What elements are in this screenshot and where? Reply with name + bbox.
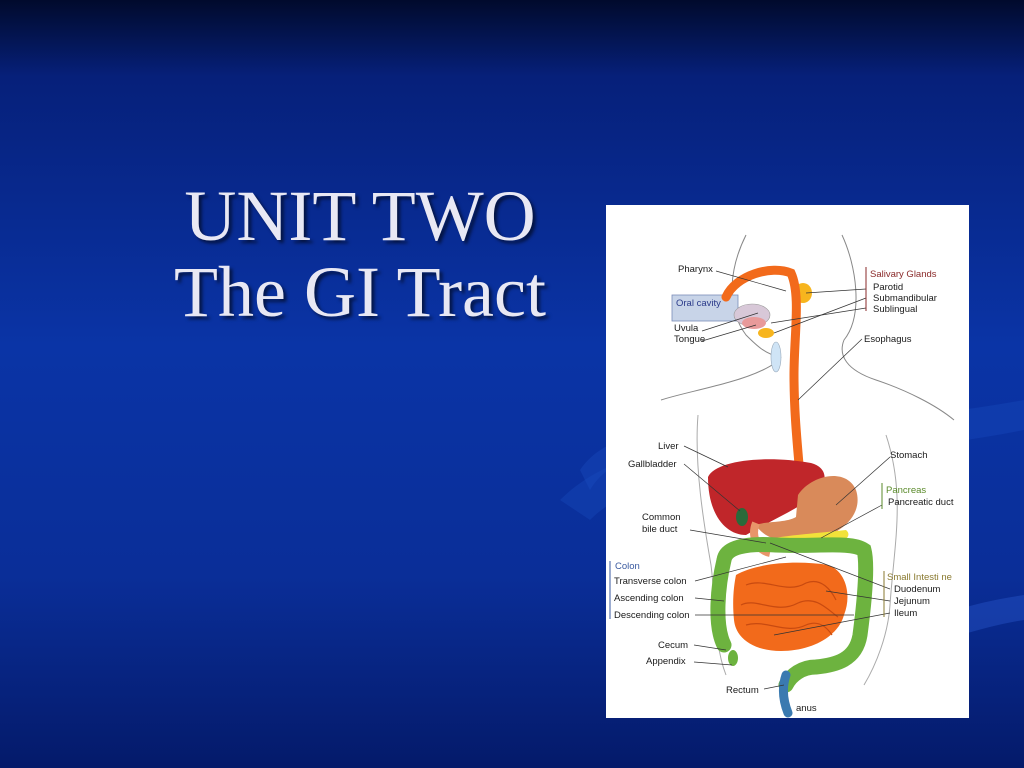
label-oral-cavity: Oral cavity bbox=[676, 298, 721, 309]
label-pharynx: Pharynx bbox=[678, 264, 713, 275]
label-uvula: Uvula bbox=[674, 323, 699, 334]
label-transverse-colon: Transverse colon bbox=[614, 576, 687, 587]
title-line-1: UNIT TWO bbox=[184, 176, 536, 256]
tongue-shape bbox=[742, 317, 766, 329]
label-sublingual: Sublingual bbox=[873, 304, 917, 315]
label-liver: Liver bbox=[658, 441, 679, 452]
stomach bbox=[756, 476, 858, 543]
trachea bbox=[770, 341, 782, 373]
label-ascending-colon: Ascending colon bbox=[614, 593, 684, 604]
neck-outline bbox=[841, 234, 955, 421]
label-cecum: Cecum bbox=[658, 640, 688, 651]
label-colon: Colon bbox=[615, 561, 640, 572]
label-anus: anus bbox=[796, 703, 817, 714]
slide-title: UNIT TWO The GI Tract bbox=[110, 178, 610, 330]
digestive-system-diagram: Pharynx Oral cavity Uvula Tongue Salivar… bbox=[606, 205, 969, 718]
label-descending-colon: Descending colon bbox=[614, 610, 690, 621]
torso-outline-right bbox=[863, 434, 898, 686]
label-duodenum: Duodenum bbox=[894, 584, 941, 595]
label-jejunum: Jejunum bbox=[894, 596, 930, 607]
label-common-bile-duct-1: Common bbox=[642, 512, 681, 523]
digestive-system-svg: Pharynx Oral cavity Uvula Tongue Salivar… bbox=[609, 234, 955, 718]
esophagus bbox=[721, 265, 807, 510]
label-submandibular: Submandibular bbox=[873, 293, 937, 304]
label-common-bile-duct-2: bile duct bbox=[642, 524, 678, 535]
leader-lines bbox=[683, 270, 891, 690]
label-parotid: Parotid bbox=[873, 282, 903, 293]
small-intestine-folds bbox=[740, 580, 839, 636]
submandibular-gland bbox=[758, 328, 774, 338]
rectum bbox=[778, 670, 793, 718]
title-line-2: The GI Tract bbox=[174, 252, 546, 332]
label-tongue: Tongue bbox=[674, 334, 705, 345]
label-gallbladder: Gallbladder bbox=[628, 459, 677, 470]
label-pancreatic-duct: Pancreatic duct bbox=[888, 497, 954, 508]
label-pancreas: Pancreas bbox=[886, 485, 926, 496]
gallbladder bbox=[736, 508, 748, 526]
label-salivary-glands: Salivary Glands bbox=[870, 269, 937, 280]
label-stomach: Stomach bbox=[890, 450, 928, 461]
shoulder-outline bbox=[660, 356, 782, 401]
appendix-shape bbox=[728, 650, 738, 666]
colon bbox=[710, 537, 874, 693]
label-esophagus: Esophagus bbox=[864, 334, 912, 345]
label-ileum: Ileum bbox=[894, 608, 917, 619]
label-appendix: Appendix bbox=[646, 656, 686, 667]
label-small-intestine: Small Intesti ne bbox=[887, 572, 952, 583]
small-intestine bbox=[733, 562, 848, 651]
head-outline bbox=[731, 234, 782, 358]
label-rectum: Rectum bbox=[726, 685, 759, 696]
